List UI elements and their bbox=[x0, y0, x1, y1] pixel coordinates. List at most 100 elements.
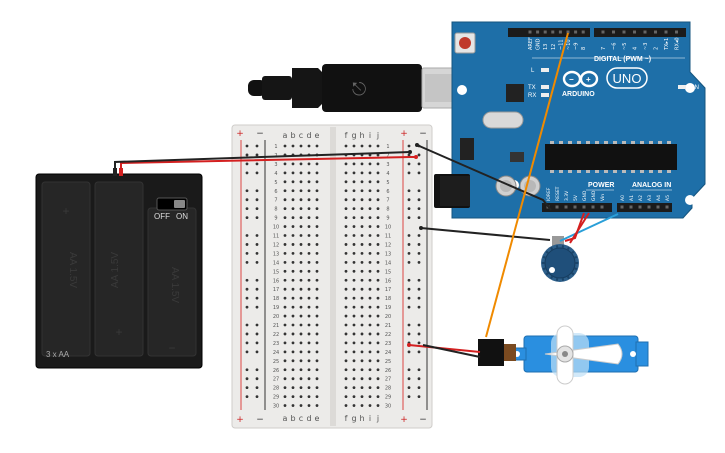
breadboard-hole bbox=[360, 368, 364, 372]
rail-hole bbox=[245, 287, 249, 291]
row-number-left: 10 bbox=[273, 225, 279, 231]
breadboard-hole bbox=[360, 278, 364, 282]
column-letter-top: g bbox=[351, 131, 356, 140]
potentiometer[interactable] bbox=[541, 236, 579, 282]
breadboard-hole bbox=[307, 404, 311, 407]
breadboard-hole bbox=[291, 269, 295, 273]
column-letter-bottom: e bbox=[315, 414, 320, 423]
breadboard-hole bbox=[283, 198, 287, 202]
row-number-right: 20 bbox=[385, 314, 391, 320]
row-number-left: 9 bbox=[274, 216, 277, 222]
mcu-pin bbox=[604, 170, 608, 173]
knob-ridge bbox=[542, 255, 547, 259]
mcu-pin bbox=[658, 141, 662, 144]
breadboard-hole bbox=[344, 189, 348, 193]
cell-plus-1: + bbox=[62, 204, 69, 218]
breadboard-hole bbox=[376, 171, 380, 175]
breadboard-hole bbox=[352, 296, 356, 300]
breadboard-hole bbox=[307, 234, 311, 237]
digital-pin-label: GND bbox=[536, 38, 542, 50]
breadboard-hole bbox=[299, 332, 303, 336]
rail-hole bbox=[245, 386, 249, 390]
rail-hole bbox=[255, 171, 259, 175]
row-number-left: 3 bbox=[274, 162, 277, 168]
breadboard-hole bbox=[368, 332, 372, 336]
breadboard-hole bbox=[283, 171, 287, 175]
row-number-right: 8 bbox=[386, 207, 389, 213]
wire-gnd-to-arduino bbox=[416, 144, 552, 211]
breadboard-hole bbox=[299, 198, 303, 202]
breadboard-hole bbox=[307, 189, 311, 193]
breadboard-hole bbox=[283, 296, 287, 300]
breadboard-hole bbox=[368, 359, 372, 363]
bottom-pin-label: A2 bbox=[638, 195, 644, 201]
breadboard-holes bbox=[245, 144, 421, 407]
breadboard-hole bbox=[307, 252, 311, 255]
breadboard-hole bbox=[368, 189, 372, 193]
breadboard-hole bbox=[307, 269, 311, 273]
battery-switch-knob bbox=[174, 200, 185, 208]
rail-hole bbox=[407, 216, 411, 220]
header-pin bbox=[675, 30, 678, 34]
breadboard-hole bbox=[368, 252, 372, 255]
breadboard-hole bbox=[368, 323, 372, 327]
mcu-pin bbox=[577, 141, 581, 144]
row-number-left: 30 bbox=[273, 404, 279, 410]
bottom-pin-label: GND bbox=[591, 190, 597, 201]
digital-pin-label: 12 bbox=[551, 44, 557, 50]
breadboard-hole bbox=[291, 377, 295, 381]
row-number-left: 15 bbox=[273, 269, 279, 275]
row-number-left: 17 bbox=[273, 287, 279, 293]
rail-hole bbox=[245, 153, 249, 157]
knob-ridge bbox=[573, 255, 578, 259]
mcu-pin bbox=[640, 141, 644, 144]
usb-icon: ⎋ bbox=[352, 79, 366, 99]
row-number-left: 28 bbox=[273, 386, 279, 392]
column-letter-bottom: h bbox=[359, 414, 364, 423]
row-number-right: 28 bbox=[385, 386, 391, 392]
breadboard-hole bbox=[299, 162, 303, 166]
rail-minus-left-top: − bbox=[256, 129, 264, 139]
breadboard-hole bbox=[307, 332, 311, 336]
on-led-label: ON bbox=[690, 85, 699, 91]
rail-hole bbox=[407, 278, 411, 282]
rail-hole bbox=[245, 243, 249, 246]
mcu-pin bbox=[568, 170, 572, 173]
column-letter-top: h bbox=[359, 131, 364, 140]
mcu-pin bbox=[595, 141, 599, 144]
breadboard-hole bbox=[360, 225, 364, 228]
knob-ridge bbox=[555, 277, 559, 281]
breadboard-hole bbox=[376, 225, 380, 228]
header-pin bbox=[656, 205, 660, 209]
breadboard-hole bbox=[315, 368, 319, 372]
mcu-pin bbox=[595, 170, 599, 173]
breadboard-hole bbox=[368, 171, 372, 175]
header-pin bbox=[558, 30, 562, 34]
rail-hole bbox=[407, 350, 411, 354]
row-number-right: 4 bbox=[386, 171, 389, 177]
breadboard-hole bbox=[299, 305, 303, 309]
breadboard-hole bbox=[307, 243, 311, 246]
row-number-left: 18 bbox=[273, 296, 279, 302]
breadboard-hole bbox=[352, 332, 356, 336]
mcu-pin bbox=[577, 170, 581, 173]
breadboard-hole bbox=[360, 144, 364, 148]
breadboard-hole bbox=[352, 234, 356, 237]
breadboard-hole bbox=[360, 296, 364, 300]
breadboard-hole bbox=[291, 180, 295, 184]
breadboard-hole bbox=[376, 350, 380, 354]
digital-header-pins bbox=[528, 30, 678, 34]
row-number-left: 29 bbox=[273, 395, 279, 401]
breadboard-hole bbox=[283, 207, 287, 211]
breadboard-hole bbox=[368, 260, 372, 264]
rail-hole bbox=[245, 368, 249, 372]
rail-hole bbox=[245, 198, 249, 202]
header-pin bbox=[551, 30, 555, 34]
breadboard-hole bbox=[376, 278, 380, 282]
row-number-left: 5 bbox=[274, 180, 277, 186]
rail-hole bbox=[245, 189, 249, 193]
servo-motor[interactable] bbox=[478, 325, 649, 385]
breadboard-hole bbox=[376, 260, 380, 264]
row-number-right: 16 bbox=[385, 278, 391, 284]
row-number-left: 21 bbox=[273, 323, 279, 329]
